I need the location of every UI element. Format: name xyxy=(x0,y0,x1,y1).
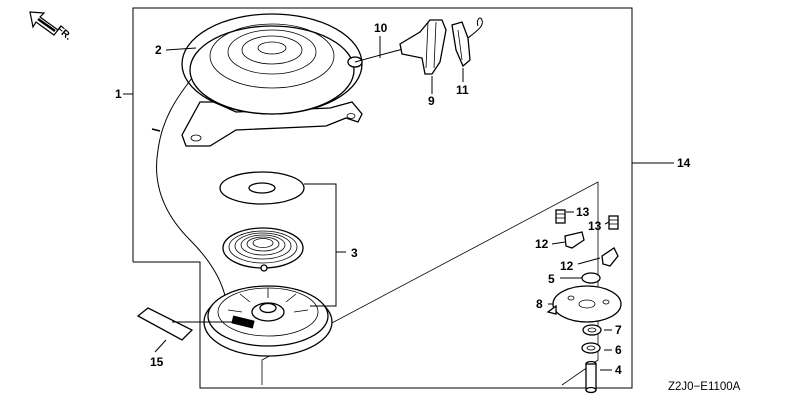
ref-8: 8 xyxy=(536,297,543,311)
recoil-spring xyxy=(222,227,304,272)
ref-12a: 12 xyxy=(535,237,549,251)
starter-case xyxy=(181,13,363,147)
ref-13b: 13 xyxy=(588,219,602,233)
ref-7: 7 xyxy=(615,323,622,337)
starter-reel xyxy=(203,285,333,357)
diagram-code: Z2J0−E1100A xyxy=(668,381,741,393)
ratchet-left xyxy=(564,231,585,249)
rope-mark xyxy=(151,128,161,132)
ref-13a: 13 xyxy=(576,205,590,219)
ref-14: 14 xyxy=(677,156,691,170)
starter-grip xyxy=(399,19,447,75)
front-direction-label: FR. xyxy=(54,24,74,43)
ref-11: 11 xyxy=(456,83,469,97)
ratchet-spring-right xyxy=(608,215,619,230)
assembly-outline xyxy=(132,7,633,389)
caution-label xyxy=(136,307,194,341)
grip-insert xyxy=(451,17,483,68)
ref-9: 9 xyxy=(428,94,435,108)
ref-5: 5 xyxy=(548,272,555,286)
ratchet-guide xyxy=(546,285,622,323)
front-direction-arrow-icon xyxy=(29,11,59,36)
ref-6: 6 xyxy=(615,343,622,357)
ref-12b: 12 xyxy=(560,259,574,273)
ref-1: 1 xyxy=(115,87,122,101)
ref-3: 3 xyxy=(351,246,358,260)
ref-4: 4 xyxy=(615,363,622,377)
ref-2: 2 xyxy=(155,43,162,57)
spring-cover-plate xyxy=(219,171,305,205)
ref-15: 15 xyxy=(150,355,164,369)
ratchet-washer xyxy=(581,272,601,284)
leader-lines xyxy=(123,36,674,371)
rope-to-reel xyxy=(156,77,227,301)
ratchet-spring-left xyxy=(555,209,566,224)
ratchet-right xyxy=(601,247,619,267)
friction-spring xyxy=(582,324,602,336)
reel-shaft-bolt xyxy=(585,360,597,394)
ref-10: 10 xyxy=(374,21,388,35)
setting-washer xyxy=(581,342,601,354)
